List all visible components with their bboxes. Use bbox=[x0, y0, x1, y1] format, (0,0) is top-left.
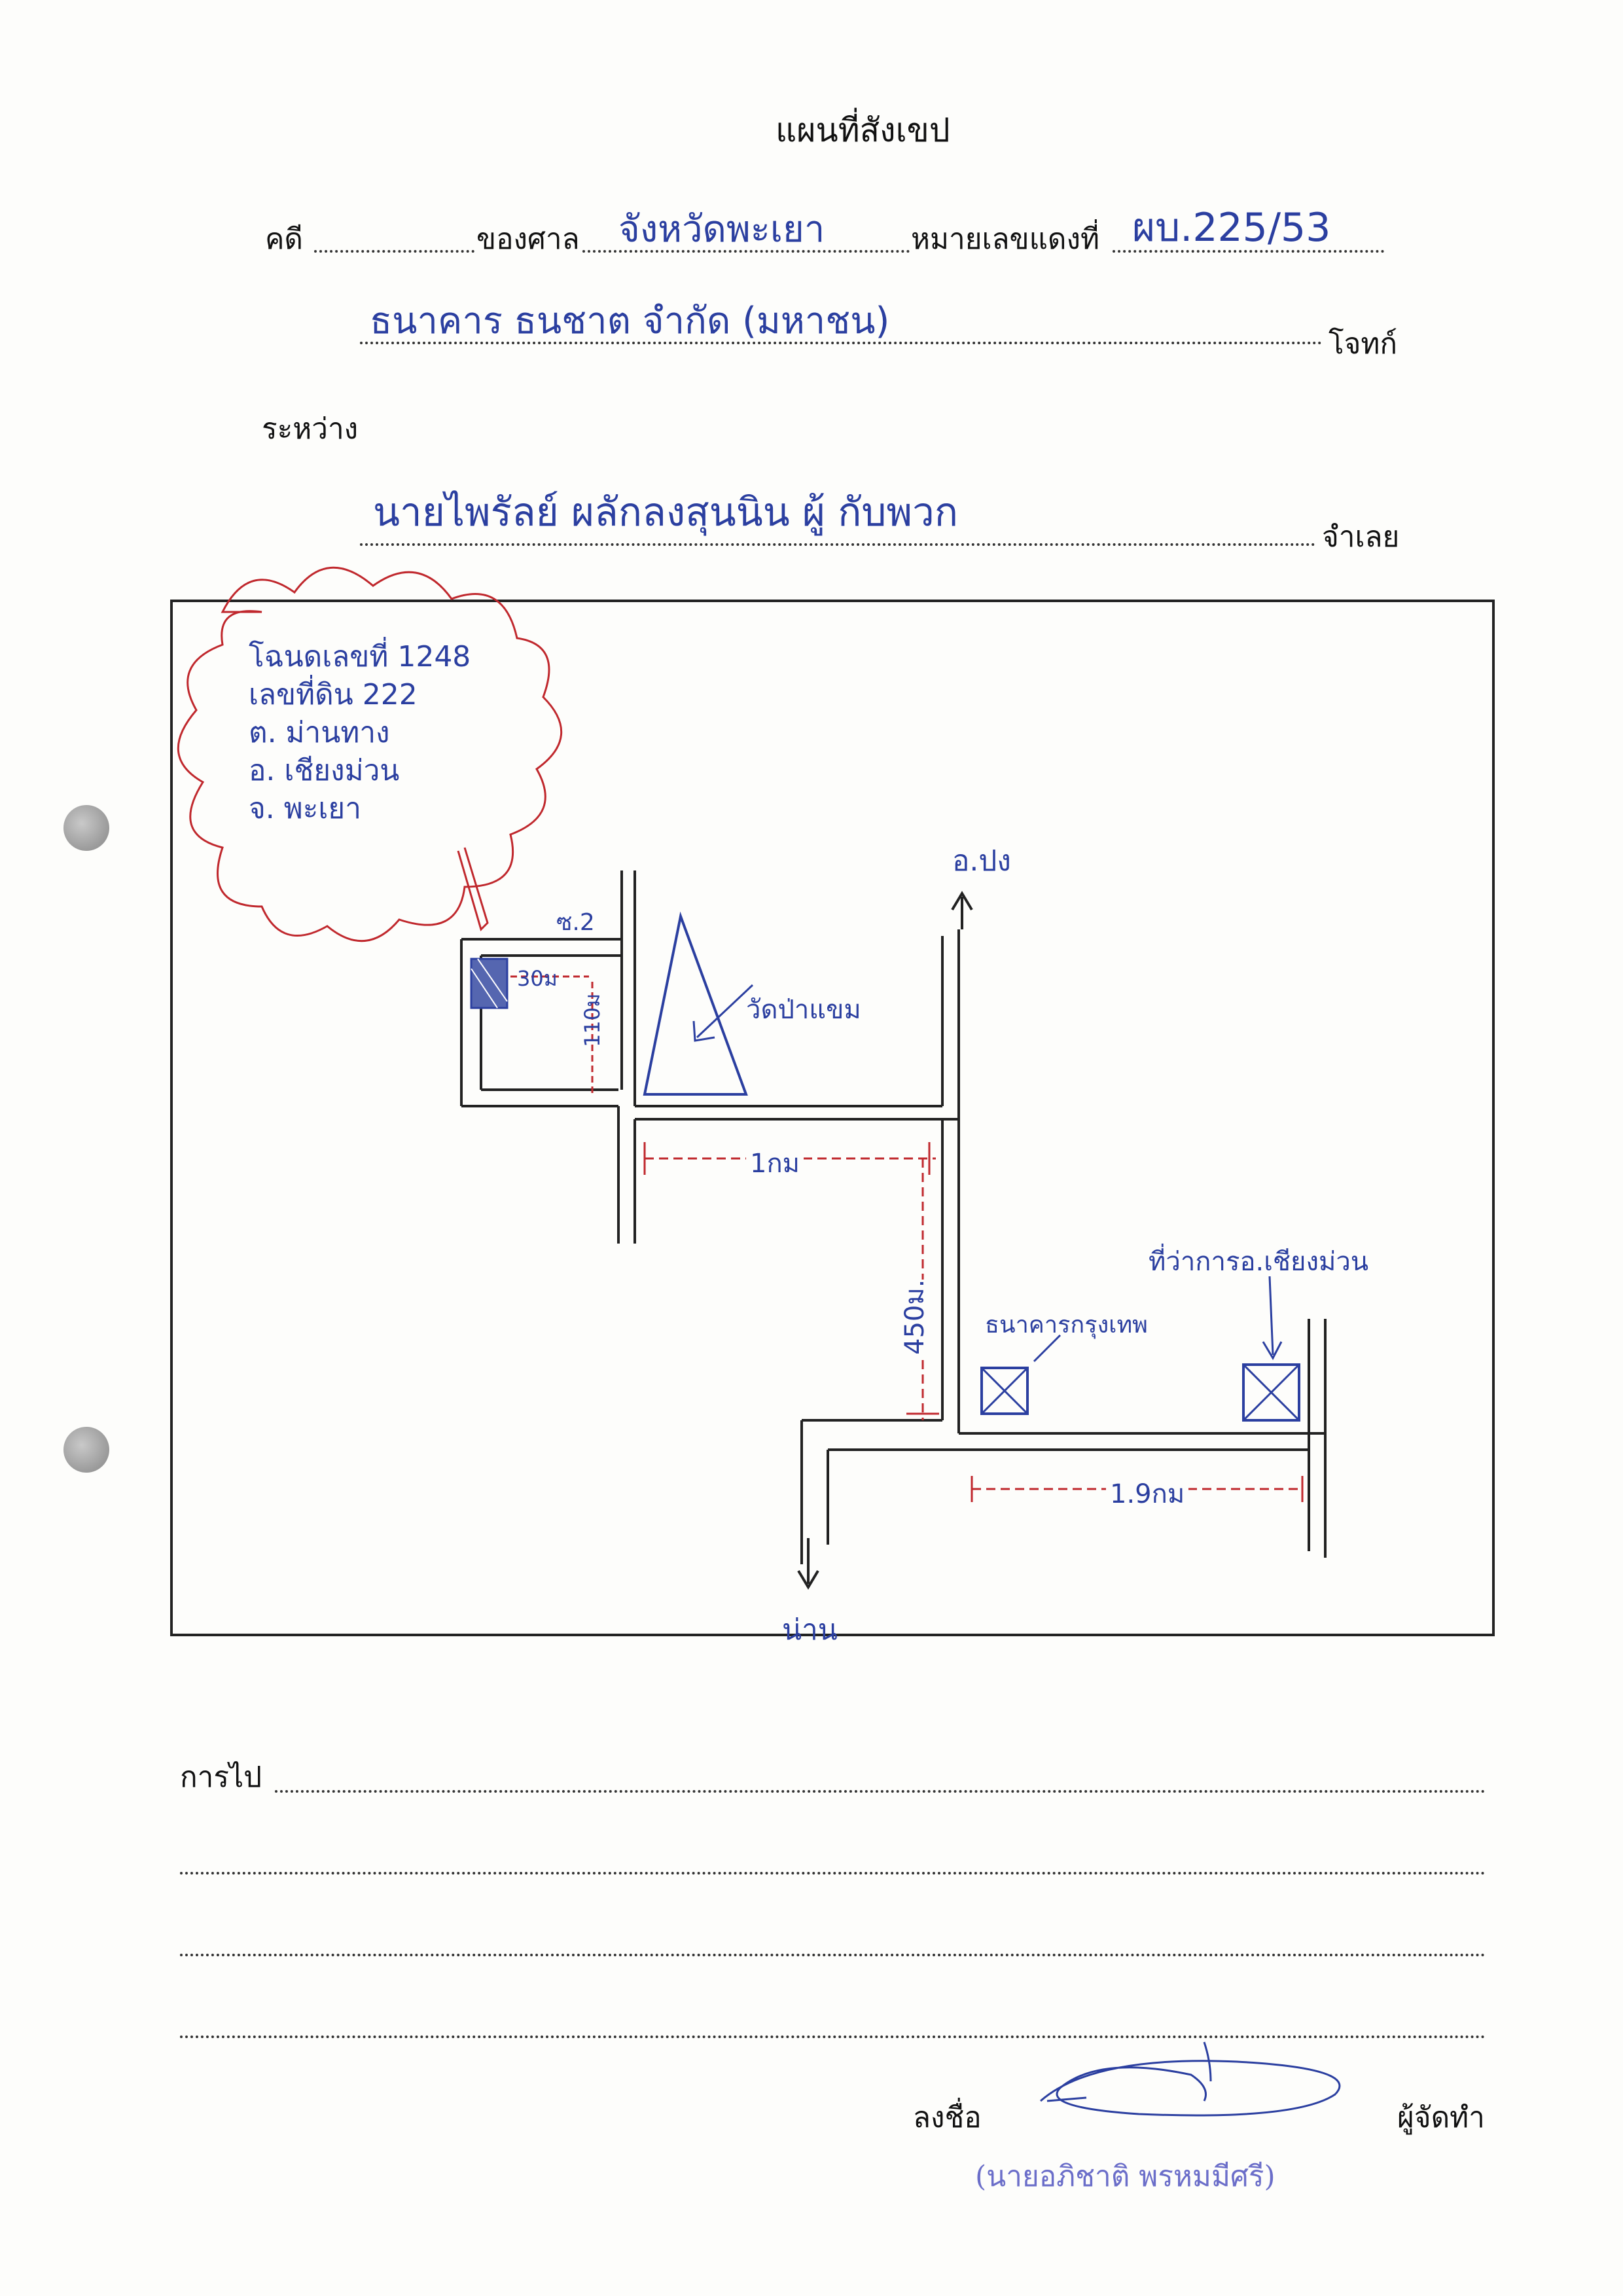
punch-hole-top bbox=[63, 805, 109, 851]
red-number-value: ผบ.225/53 bbox=[1132, 205, 1331, 251]
red-number-label: หมายเลขแดงที่ bbox=[911, 223, 1099, 256]
map-frame bbox=[170, 600, 1495, 1636]
district: อ. เชียงม่วน bbox=[249, 754, 400, 787]
distance-1km-label: 1กม bbox=[746, 1142, 804, 1184]
going-label: การไป bbox=[180, 1761, 262, 1794]
going-dotline-1 bbox=[275, 1790, 1486, 1793]
red-number-dotline bbox=[1113, 250, 1384, 253]
length-label: 110ม bbox=[580, 993, 605, 1047]
going-dotline-4 bbox=[180, 2036, 1486, 2038]
north-road-label: อ.ปง bbox=[952, 844, 1011, 878]
district-office-label: ที่ว่าการอ.เชียงม่วน bbox=[1149, 1247, 1369, 1277]
note-cloud bbox=[177, 566, 563, 942]
punch-hole-bottom bbox=[63, 1427, 109, 1473]
defendant-value: นายไพรัลย์ ผลักลงสุนนิน ผู้ กับพวก bbox=[373, 490, 959, 535]
maker-label: ผู้จัดทำ bbox=[1397, 2101, 1485, 2134]
temple-label: วัดป่าแขม bbox=[746, 995, 861, 1025]
land-number: เลขที่ดิน 222 bbox=[249, 678, 418, 711]
going-dotline-3 bbox=[180, 1954, 1486, 1956]
note-pointer bbox=[457, 847, 489, 931]
page-title: แผนที่สังเขป bbox=[776, 111, 950, 149]
court-label: ของศาล bbox=[476, 223, 580, 256]
bank-marker bbox=[980, 1367, 1029, 1415]
court-value: จังหวัดพะเยา bbox=[618, 208, 825, 251]
bank-label: ธนาคารกรุงเทพ bbox=[985, 1312, 1148, 1338]
plaintiff-label: โจทก์ bbox=[1329, 327, 1398, 361]
name-stamp: (นายอภิชาติ พรหมมีศรี) bbox=[975, 2160, 1275, 2193]
signature bbox=[1040, 2041, 1341, 2117]
temple-marker bbox=[643, 911, 748, 1096]
case-label: คดี bbox=[265, 223, 304, 256]
width-label: 30ม bbox=[517, 966, 558, 991]
sign-label: ลงชื่อ bbox=[913, 2101, 982, 2134]
deed-number: โฉนดเลขที่ 1248 bbox=[249, 640, 471, 673]
district-office-marker bbox=[1242, 1363, 1300, 1422]
south-road-label: น่าน bbox=[782, 1613, 838, 1647]
distance-450m-label: 450ม. bbox=[893, 1279, 935, 1355]
between-label: ระหว่าง bbox=[262, 412, 359, 446]
property-plot bbox=[470, 958, 508, 1009]
subdistrict: ต. ม่านทาง bbox=[249, 716, 390, 749]
province: จ. พะเยา bbox=[249, 792, 361, 825]
plaintiff-value: ธนาคาร ธนชาต จำกัด (มหาชน) bbox=[370, 300, 890, 342]
defendant-dotline bbox=[360, 543, 1315, 546]
distance-1-9km-label: 1.9กม bbox=[1106, 1473, 1189, 1515]
soi-label: ซ.2 bbox=[556, 909, 595, 936]
defendant-label: จำเลย bbox=[1322, 520, 1400, 554]
plaintiff-dotline bbox=[360, 342, 1322, 344]
court-dotline bbox=[582, 250, 910, 253]
deed-note: โฉนดเลขที่ 1248 เลขที่ดิน 222 ต. ม่านทาง… bbox=[249, 638, 471, 828]
going-dotline-2 bbox=[180, 1872, 1486, 1874]
case-dotline bbox=[314, 250, 474, 253]
